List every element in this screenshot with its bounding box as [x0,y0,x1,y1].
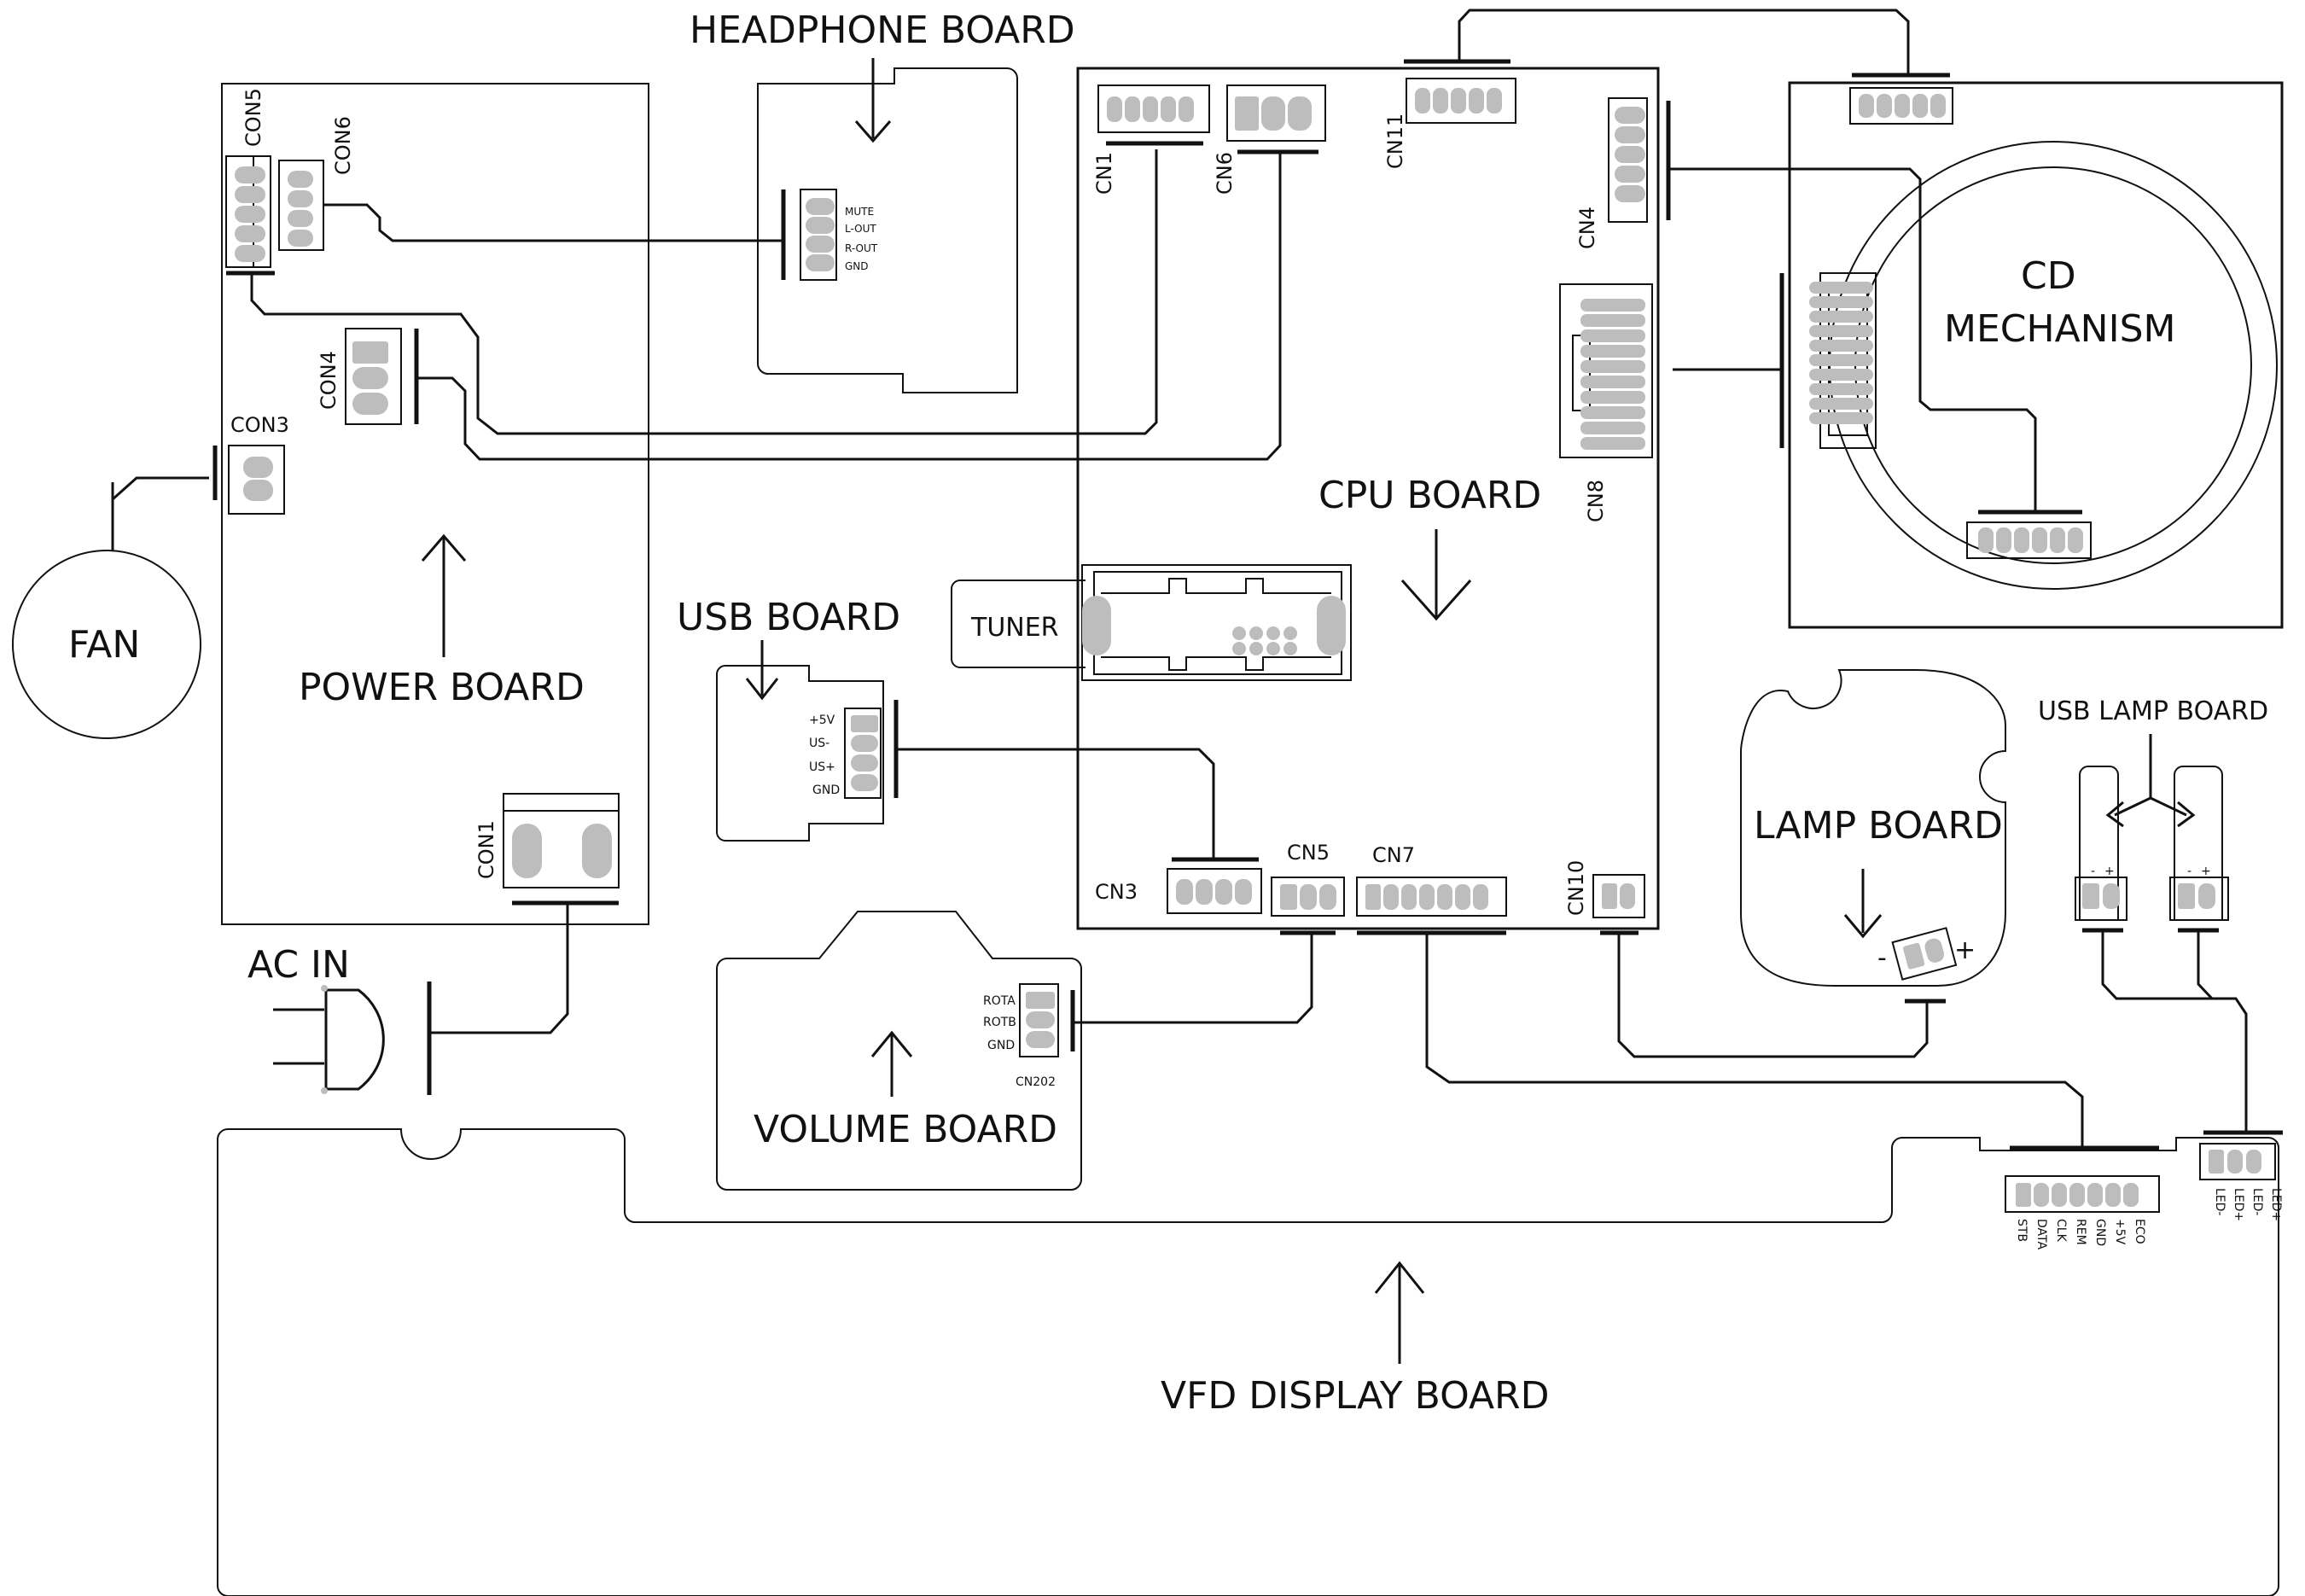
lamp-board: LAMP BOARD - + [1740,669,2006,1004]
cn3-label: CN3 [1095,880,1138,904]
hp-pin-gnd: GND [845,260,869,272]
wire-cn4-cd [1668,167,2037,512]
cn10-label: CN10 [1564,860,1588,916]
cn7-label: CN7 [1372,843,1415,867]
con1-label: CON1 [474,820,498,879]
vol-pin-rota: ROTA [983,994,1016,1008]
power-con1: CON1 [474,793,620,906]
cd-label-line2: MECHANISM [1944,307,2175,351]
cn1-label: CN1 [1092,152,1116,195]
power-con3: CON3 [212,413,289,515]
volume-board: VOLUME BOARD ROTA ROTB GND CN202 [716,911,1082,1191]
vfd-led-pin-4: LED+ [2269,1188,2283,1221]
ac-in-label: AC IN [247,943,350,987]
wire-con1-ac [429,903,569,1034]
cd-mechanism: CD MECHANISM [1779,73,2284,629]
wire-cn3-usb [896,748,1215,859]
wire-con5-cn1 [250,149,1158,435]
vfd-pin-gnd: GND [2093,1219,2107,1246]
cn4-label: CN4 [1575,207,1599,249]
cd-label-line1: CD [2021,254,2076,298]
vfd-pin-data: DATA [2034,1219,2048,1249]
usb-lamp1-minus: - [2091,865,2095,878]
power-board: CON5 CON6 CON4 CON3 [212,83,649,925]
vfd-led-pin-2: LED+ [2232,1188,2245,1221]
con6-label: CON6 [331,116,355,175]
vol-pin-gnd: GND [987,1039,1015,1052]
con5-label: CON5 [242,88,265,147]
wiring-harness [250,9,2248,1148]
power-con4: CON4 [317,328,419,425]
wire-con6-headphone [323,203,783,242]
wire-usblamp1-vfd [2101,930,2248,1133]
power-board-label: POWER BOARD [299,666,585,709]
power-con5: CON5 [225,88,275,276]
vfd-led-pin-1: LED- [2213,1188,2226,1215]
hp-pin-lout: L-OUT [845,223,876,235]
cpu-board-label: CPU BOARD [1318,474,1541,517]
usb-lamp2-minus: - [2187,865,2191,878]
lamp-polarity-plus: + [1954,935,1976,965]
cn8-label: CN8 [1584,480,1608,522]
vol-pin-rotb: ROTB [983,1016,1016,1029]
cn8-pins [1580,299,1645,450]
headphone-board-label: HEADPHONE BOARD [690,9,1075,52]
usb-lamp2-plus: + [2201,865,2211,878]
headphone-board: HEADPHONE BOARD MUTE L-OUT R-OUT GND [690,9,1075,393]
fan-label: FAN [68,623,140,667]
usb-pin-gnd: GND [812,783,840,797]
con4-label: CON4 [317,351,341,410]
hp-pin-mute: MUTE [845,206,874,218]
tuner: TUNER [951,564,1352,681]
usb-board-label: USB BOARD [677,596,900,639]
tuner-label: TUNER [970,613,1059,643]
fan: FAN [12,476,209,739]
wire-usblamp2-vfd [2197,930,2214,1000]
usb-pin-5v: +5V [809,714,835,727]
vfd-pin-clk: CLK [2054,1219,2068,1243]
hp-pin-rout: R-OUT [845,242,878,254]
wire-con4-cn6 [416,152,1282,461]
wire-cn11-cd [1458,9,1910,75]
volume-board-label: VOLUME BOARD [754,1108,1057,1151]
ac-in-plug: AC IN [247,943,432,1095]
wire-cn7-vfd [1425,933,2084,1148]
con3-label: CON3 [230,413,289,437]
vfd-board-label: VFD DISPLAY BOARD [1161,1374,1550,1418]
usb-pin-usminus: US- [809,737,829,750]
cn5-label: CN5 [1287,841,1330,865]
vfd-pin-5v: +5V [2113,1219,2127,1245]
vfd-pin-eco: ECO [2133,1219,2146,1244]
vfd-pin-stb: STB [2015,1219,2029,1242]
usb-lamp-board: USB LAMP BOARD - + - + [2038,696,2268,933]
usb-lamp1-plus: + [2104,865,2115,878]
cpu-board: CPU BOARD CN1 CN6 CN11 [1076,59,1671,935]
vfd-led-pin-3: LED- [2250,1188,2264,1215]
wire-cn5-volume [1073,933,1313,1024]
power-con6: CON6 [278,116,355,251]
lamp-polarity-minus: - [1877,943,1887,973]
usb-lamp-board-label: USB LAMP BOARD [2038,696,2268,726]
cn6-label: CN6 [1213,152,1237,195]
usb-board: USB BOARD +5V US- US+ GND [677,596,900,842]
vol-connector-label: CN202 [1016,1075,1056,1089]
wire-cn10-lamp [1617,933,1929,1058]
cn11-label: CN11 [1383,114,1407,169]
lamp-board-label: LAMP BOARD [1754,804,2003,848]
usb-pin-usplus: US+ [809,760,835,774]
vfd-display-board: VFD DISPLAY BOARD STB DATA CLK REM GND +… [217,1128,2283,1596]
vfd-pin-rem: REM [2074,1219,2087,1245]
